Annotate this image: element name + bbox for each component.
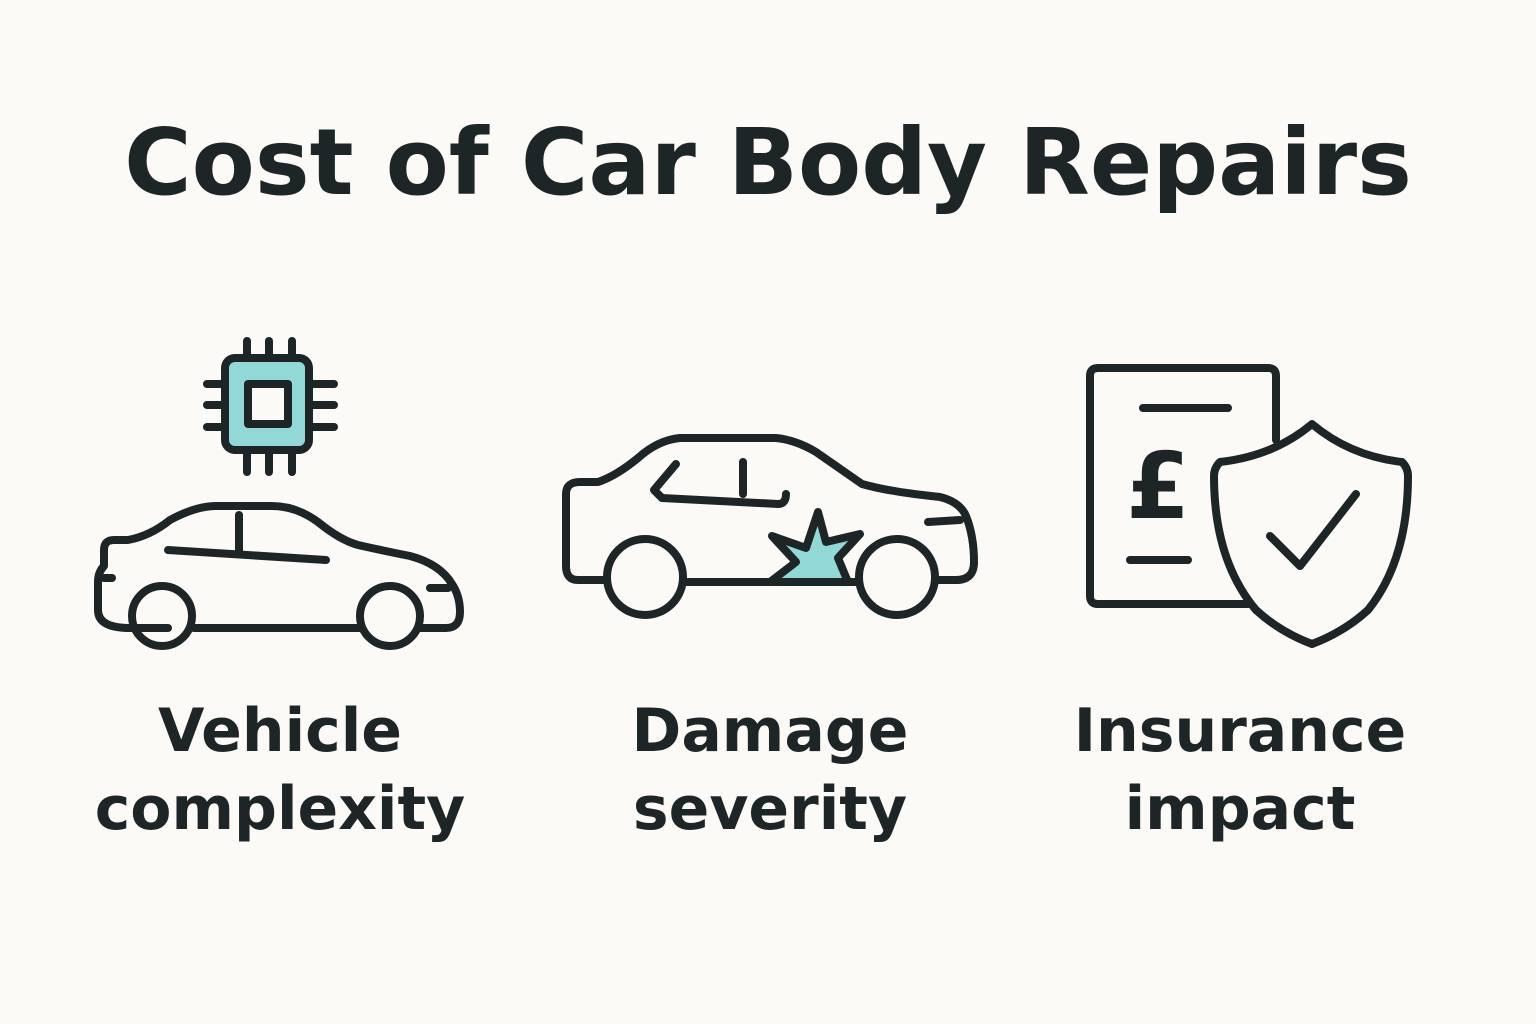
vehicle-complexity-label: Vehicle complexity bbox=[80, 692, 480, 848]
document-icon bbox=[1086, 364, 1280, 608]
chip-icon bbox=[203, 337, 338, 476]
insurance-document-shield-icon: £ bbox=[1080, 360, 1420, 655]
damaged-car-icon bbox=[555, 425, 985, 625]
insurance-impact-line2: impact bbox=[1124, 774, 1356, 844]
damage-severity-label: Damage severity bbox=[565, 692, 975, 848]
vehicle-complexity-line1: Vehicle bbox=[158, 696, 402, 766]
damage-burst-icon bbox=[766, 508, 864, 586]
insurance-impact-label: Insurance impact bbox=[1040, 692, 1440, 848]
pound-symbol: £ bbox=[1126, 433, 1190, 540]
damage-severity-line1: Damage bbox=[631, 696, 909, 766]
insurance-impact-line1: Insurance bbox=[1073, 696, 1407, 766]
shield-check-icon bbox=[1210, 420, 1412, 648]
car-icon bbox=[94, 502, 464, 650]
damage-severity-line2: severity bbox=[632, 774, 908, 844]
car-with-chip-icon bbox=[90, 330, 470, 660]
page-title: Cost of Car Body Repairs bbox=[124, 109, 1412, 216]
vehicle-complexity-line2: complexity bbox=[94, 774, 466, 844]
